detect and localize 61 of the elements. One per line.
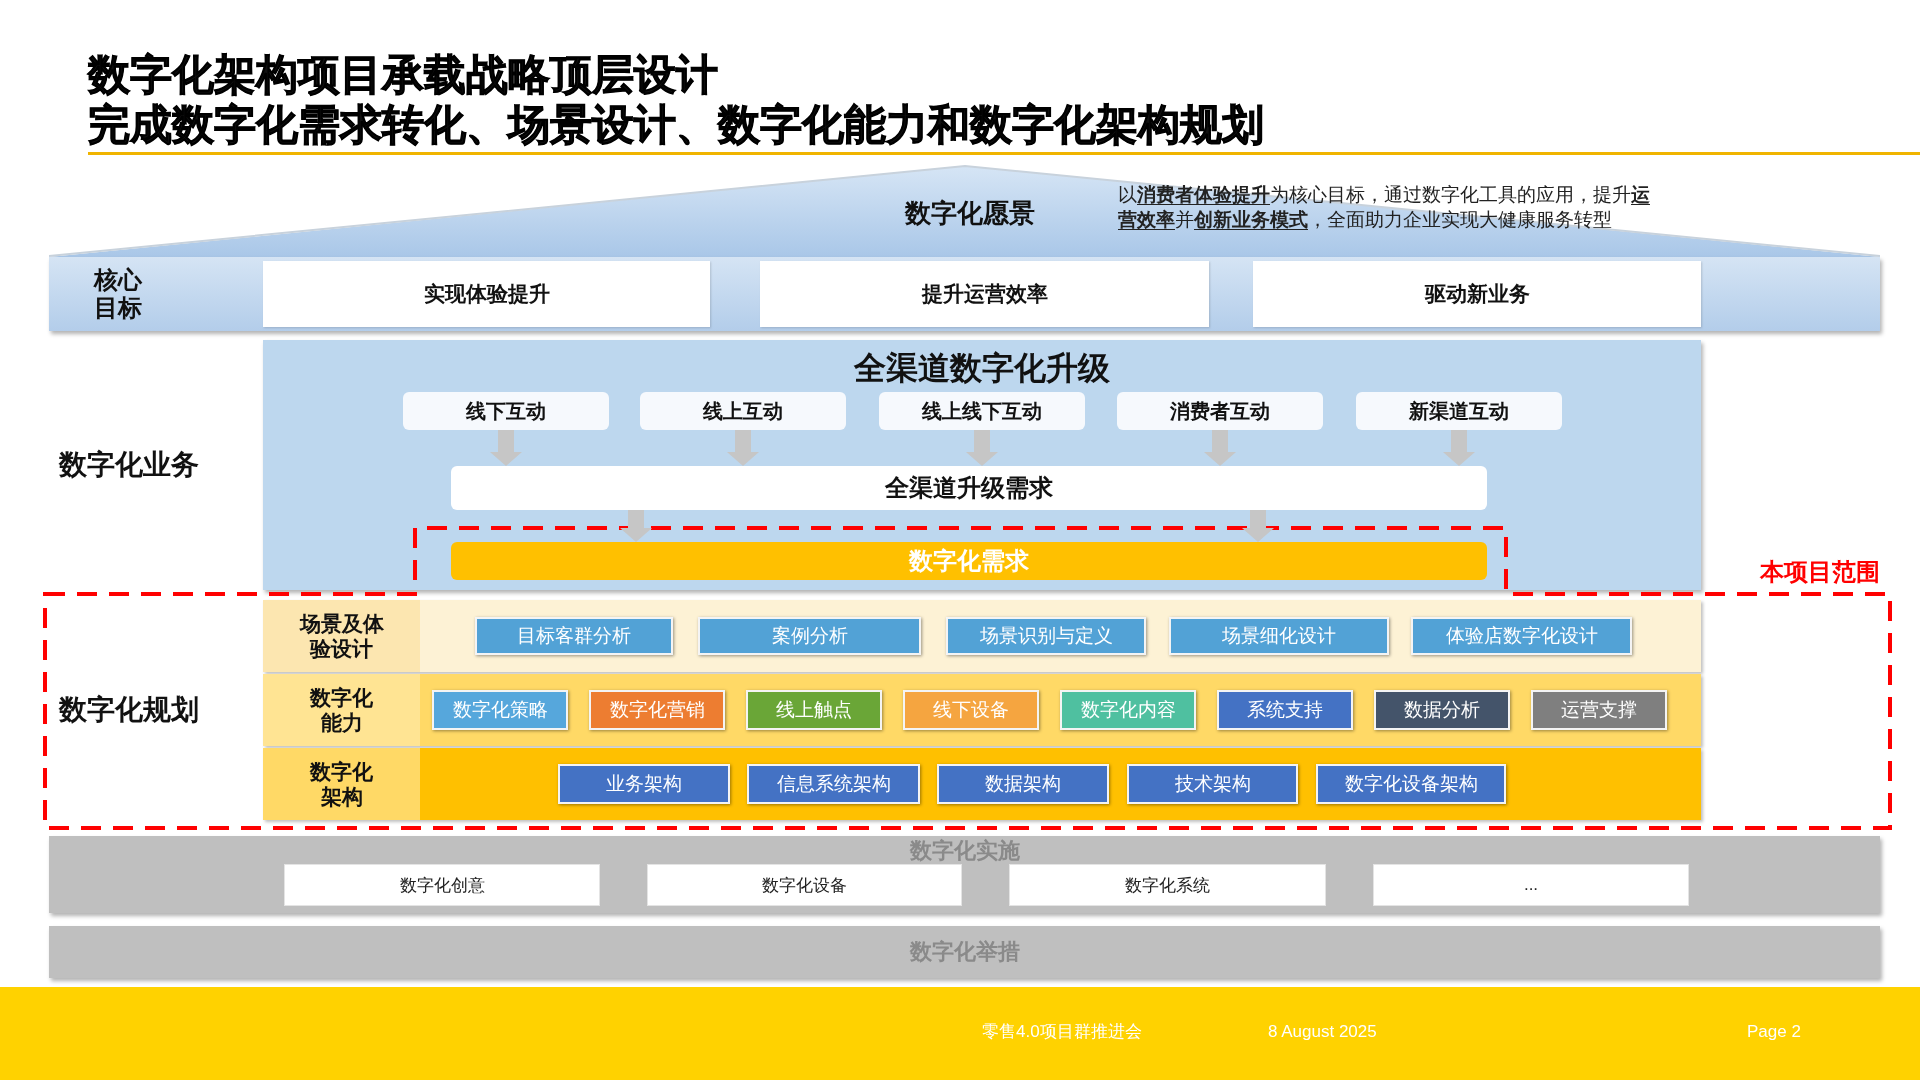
architecture-tag: 业务架构 — [558, 764, 730, 804]
implementation-band — [49, 836, 1880, 913]
implementation-box: 数字化系统 — [1009, 864, 1326, 906]
block-arrow — [727, 430, 759, 466]
scenario-tag: 场景识别与定义 — [946, 617, 1146, 655]
architecture-tag: 数字化设备架构 — [1316, 764, 1506, 804]
capability-tag: 系统支持 — [1217, 690, 1353, 730]
scope-outline — [43, 526, 1892, 830]
block-arrow — [490, 430, 522, 466]
scenario-tag: 体验店数字化设计 — [1411, 617, 1632, 655]
goal-box: 驱动新业务 — [1253, 261, 1701, 327]
planning-row — [263, 748, 1701, 820]
implementation-box: ... — [1373, 864, 1689, 906]
capability-tag: 数字化策略 — [432, 690, 568, 730]
implementation-box: 数字化设备 — [647, 864, 962, 906]
slide-title: 数字化架构项目承载战略顶层设计 — [88, 50, 718, 100]
capability-tag: 线上触点 — [746, 690, 882, 730]
slide-subtitle: 完成数字化需求转化、场景设计、数字化能力和数字化架构规划 — [88, 100, 1264, 150]
interaction-box: 消费者互动 — [1117, 392, 1323, 430]
block-arrow — [1204, 430, 1236, 466]
requirement-bar: 数字化需求 — [451, 542, 1487, 580]
scenario-tag: 目标客群分析 — [475, 617, 673, 655]
block-arrow — [620, 510, 652, 542]
block-arrow — [966, 430, 998, 466]
capability-tag: 运营支撑 — [1531, 690, 1667, 730]
row-heading: 场景及体验设计 — [263, 600, 420, 672]
implementation-box: 数字化创意 — [284, 864, 600, 906]
interaction-box: 线上互动 — [640, 392, 846, 430]
vision-title: 数字化愿景 — [905, 197, 1035, 229]
section-label: 数字化业务 — [59, 448, 199, 482]
goal-box: 实现体验提升 — [263, 261, 710, 327]
planning-row — [263, 600, 1701, 672]
block-arrow — [1242, 510, 1274, 542]
scope-label: 本项目范围 — [1760, 558, 1880, 586]
capability-tag: 线下设备 — [903, 690, 1039, 730]
row-heading: 数字化架构 — [263, 748, 420, 820]
capability-tag: 数字化营销 — [589, 690, 725, 730]
block-arrow — [1443, 430, 1475, 466]
footer-date: 8 August 2025 — [1268, 1021, 1377, 1043]
goal-band — [49, 257, 1880, 331]
interaction-box: 线上线下互动 — [879, 392, 1085, 430]
capability-tag: 数据分析 — [1374, 690, 1510, 730]
scenario-tag: 案例分析 — [698, 617, 921, 655]
interaction-box: 新渠道互动 — [1356, 392, 1562, 430]
architecture-tag: 技术架构 — [1127, 764, 1298, 804]
scenario-tag: 场景细化设计 — [1169, 617, 1389, 655]
goal-box: 提升运营效率 — [760, 261, 1209, 327]
capability-tag: 数字化内容 — [1060, 690, 1196, 730]
requirement-box: 全渠道升级需求 — [451, 466, 1487, 510]
planning-row — [263, 674, 1701, 746]
page-number: Page 2 — [1747, 1021, 1801, 1043]
panel-title: 全渠道数字化升级 — [854, 349, 1110, 388]
footer-text: 零售4.0项目群推进会 — [982, 1021, 1142, 1043]
band-heading: 核心目标 — [94, 266, 143, 322]
vision-description: 以消费者体验提升为核心目标，通过数字化工具的应用，提升运营效率并创新业务模式，全面助力企业实现大健康服务转型 — [1118, 183, 1651, 232]
vision-triangle — [49, 165, 1880, 257]
architecture-tag: 数据架构 — [937, 764, 1109, 804]
section-label: 数字化规划 — [59, 693, 199, 727]
row-heading: 数字化能力 — [263, 674, 420, 746]
architecture-tag: 信息系统架构 — [747, 764, 920, 804]
interaction-box: 线下互动 — [403, 392, 609, 430]
